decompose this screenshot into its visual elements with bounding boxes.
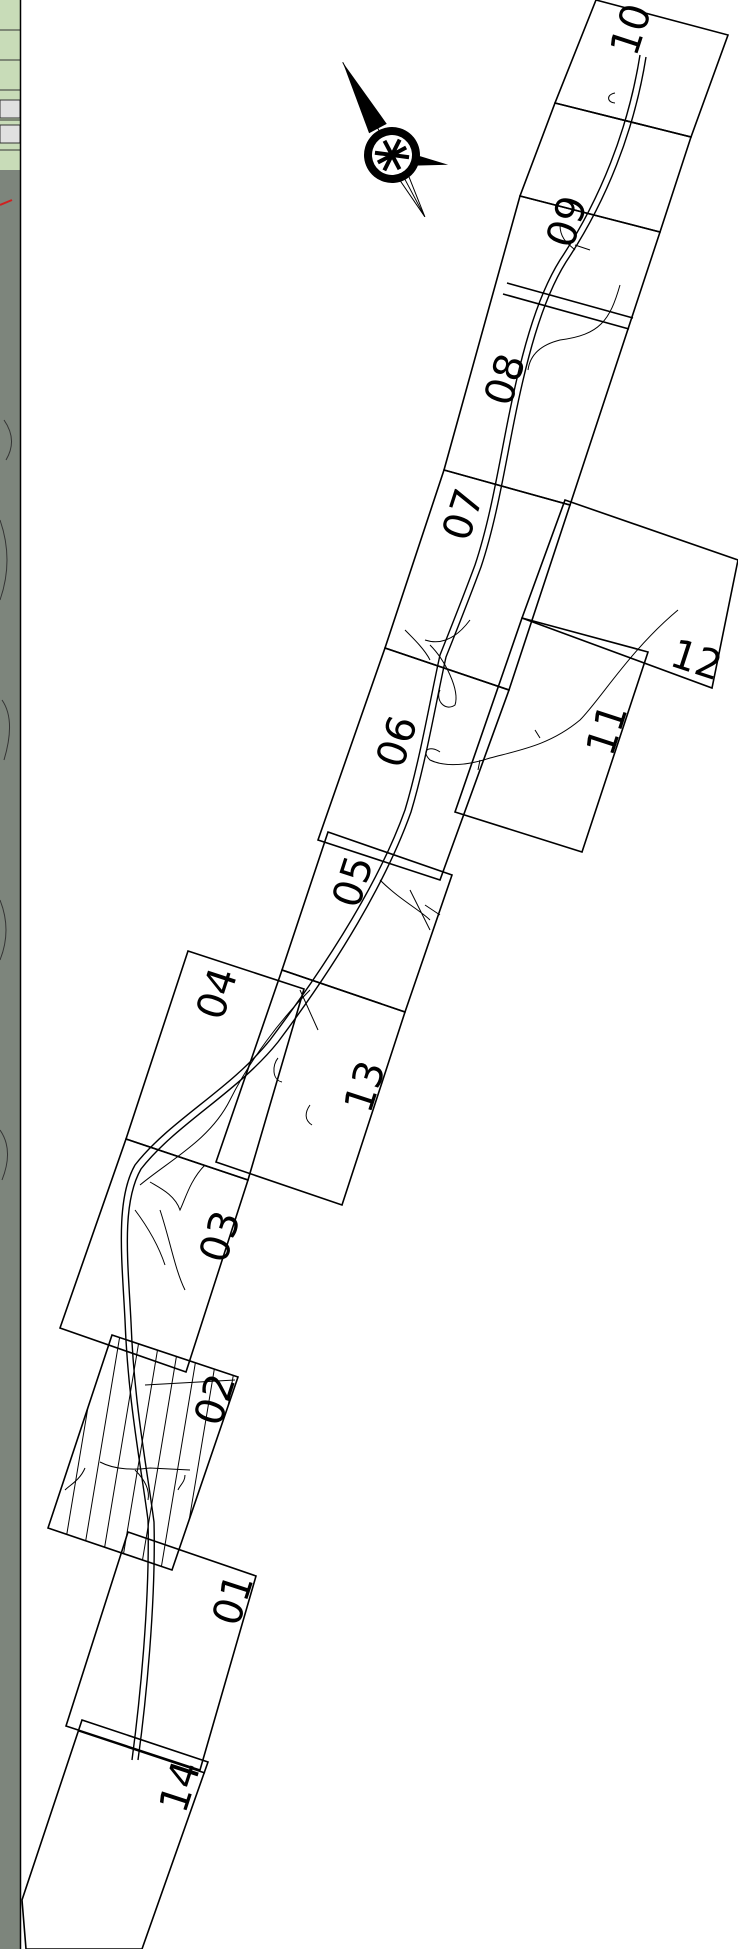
sheet-label-09: 09 — [538, 190, 597, 253]
sheet-label-10: 10 — [602, 0, 661, 61]
sheet-frame-12[interactable] — [520, 498, 738, 690]
sheet-label-03: 03 — [191, 1205, 250, 1268]
adjacent-viewport-strip — [0, 0, 22, 1949]
sheet-label-07: 07 — [434, 483, 493, 546]
sheet-frame-03[interactable] — [58, 1137, 250, 1374]
sheet-label-06: 06 — [368, 710, 427, 773]
sheet-frame-06[interactable] — [316, 646, 511, 882]
sheet-label-08: 08 — [476, 348, 535, 411]
sheet-label-05: 05 — [324, 850, 383, 913]
sheet-label-01: 01 — [204, 1568, 263, 1631]
sheet-label-13: 13 — [336, 1055, 395, 1118]
sheet-frame-11[interactable] — [453, 617, 650, 854]
sheet-frame-01[interactable] — [64, 1530, 257, 1772]
road-alignment — [64, 54, 679, 1761]
sheet-label-04: 04 — [188, 962, 247, 1025]
sheet-label-12: 12 — [665, 631, 728, 690]
sheet-frame-02[interactable] — [46, 1333, 240, 1572]
north-arrow-icon — [342, 62, 449, 218]
sheet-frame-13[interactable] — [214, 968, 407, 1207]
sheet-frame-14[interactable] — [21, 1718, 210, 1949]
sheet-label-11: 11 — [578, 698, 637, 761]
sheet-label-02: 02 — [186, 1368, 245, 1431]
